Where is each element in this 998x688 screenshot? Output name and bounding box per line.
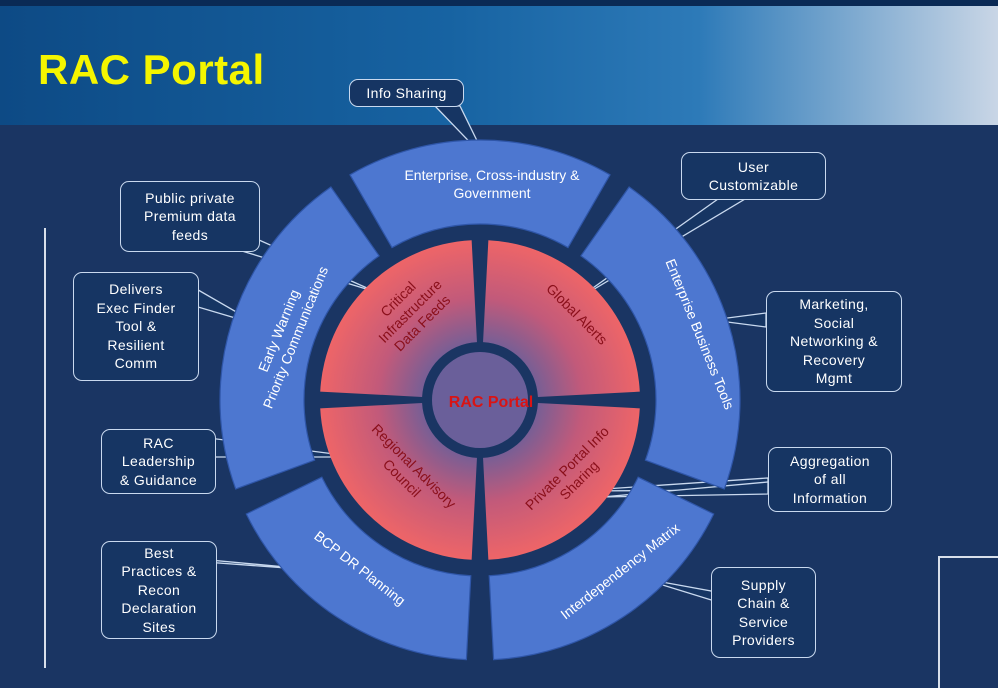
outer-seg-early-warning bbox=[219, 186, 380, 490]
callout-rac-leadership: RAC Leadership & Guidance bbox=[101, 429, 216, 494]
header-band: RAC Portal bbox=[0, 0, 998, 125]
left-divider-line bbox=[44, 228, 46, 668]
outer-ring bbox=[219, 139, 741, 661]
bottom-right-frame bbox=[938, 556, 998, 688]
outer-seg-enterprise-government bbox=[349, 139, 611, 249]
callout-public-private-feeds: Public private Premium data feeds bbox=[120, 181, 260, 252]
outer-label-enterprise-government: Enterprise, Cross-industry & Government bbox=[404, 167, 580, 201]
center-circle bbox=[432, 352, 528, 448]
inner-seg-regional-advisory bbox=[320, 403, 477, 560]
callout-info-sharing: Info Sharing bbox=[349, 79, 464, 107]
outer-label-enterprise-government-line: Enterprise, Cross-industry & bbox=[404, 167, 580, 183]
callout-supply-chain: Supply Chain & Service Providers bbox=[711, 567, 816, 658]
inner-seg-private-portal bbox=[483, 403, 640, 560]
outer-seg-enterprise-business-tools bbox=[580, 186, 741, 490]
outer-seg-bcp-dr-planning bbox=[245, 476, 472, 661]
callout-best-practices: Best Practices & Recon Declaration Sites bbox=[101, 541, 217, 639]
callout-marketing-networking: Marketing, Social Networking & Recovery … bbox=[766, 291, 902, 392]
callout-exec-finder-tool: Delivers Exec Finder Tool & Resilient Co… bbox=[73, 272, 199, 381]
outer-label-enterprise-government-line: Government bbox=[453, 185, 530, 201]
portal-diagram: RAC Portal Enterprise, Cross-industry & G… bbox=[176, 105, 769, 661]
callout-user-customizable: User Customizable bbox=[681, 152, 826, 200]
inner-seg-critical-infrastructure bbox=[320, 240, 477, 397]
header-top-line bbox=[0, 0, 998, 6]
callout-aggregation: Aggregation of all Information bbox=[768, 447, 892, 512]
page-title: RAC Portal bbox=[38, 46, 265, 93]
outer-seg-interdependency-matrix bbox=[488, 476, 715, 661]
center-label: RAC Portal bbox=[449, 394, 533, 411]
inner-seg-global-alerts bbox=[483, 240, 640, 397]
inner-ring bbox=[320, 240, 640, 560]
